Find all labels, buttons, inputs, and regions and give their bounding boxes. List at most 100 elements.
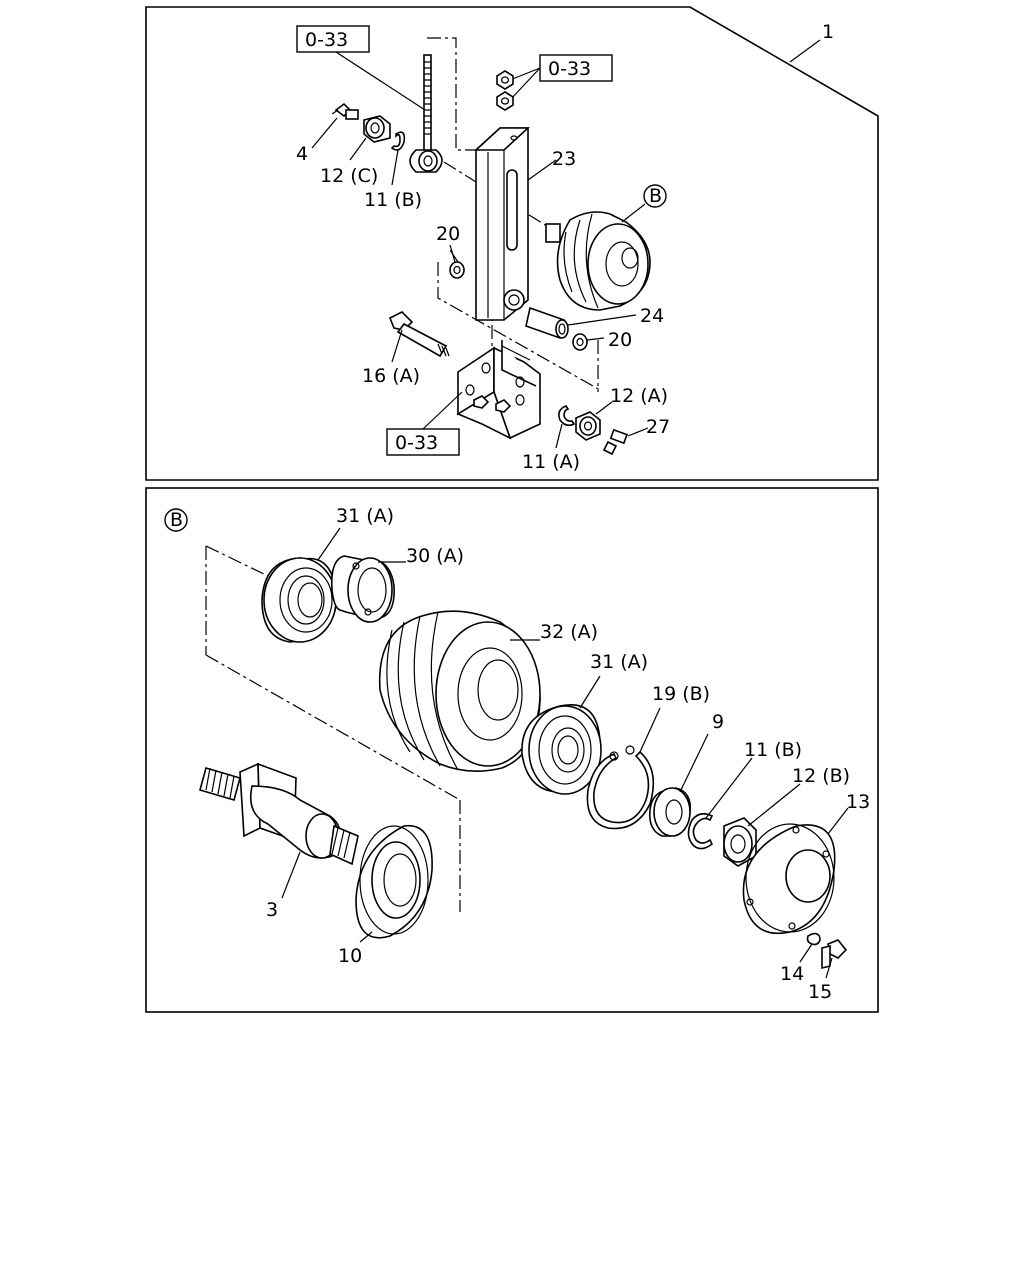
nut-12c: [363, 115, 391, 143]
detail-panel: B 31 (A) 30 (A): [145, 487, 879, 1013]
alignment-line-washer: [449, 249, 459, 263]
snap-ring-19b-eye-b: [609, 751, 619, 761]
detail-axis-bottom: [205, 654, 461, 801]
leader-p11b-top: [391, 149, 399, 186]
cover-13: [742, 823, 836, 934]
leader-ref-bottom: [422, 391, 463, 430]
ref-label-top-right: 0-33: [548, 58, 591, 80]
callout-p31a-right: 31 (A): [590, 651, 648, 673]
pulley-assembly: [545, 211, 651, 311]
callout-p9: 9: [712, 711, 724, 733]
callout-p31a-left: 31 (A): [336, 505, 394, 527]
callout-p32a: 32 (A): [540, 621, 598, 643]
threaded-rod: [423, 54, 432, 156]
leader-pulley-ref: [621, 203, 646, 223]
snap-ring-11b: [687, 812, 714, 850]
snap-ring-19b-eye-a: [625, 745, 635, 755]
bolt-15: [821, 939, 848, 970]
callout-p4: 4: [296, 143, 308, 165]
bearing-31a-left: [261, 557, 338, 643]
leader-p20-left: [449, 244, 456, 263]
grease-nipple-top: [331, 102, 359, 120]
ref-label-bottom: 0-33: [395, 432, 438, 454]
callout-p27: 27: [646, 416, 670, 438]
ref-label-top-left: 0-33: [305, 29, 348, 51]
pulley-ref-circle: [643, 184, 667, 208]
leader-p11a: [555, 423, 563, 449]
grease-nipple-bottom: [602, 428, 628, 456]
callout-p20-right: 20: [608, 329, 632, 351]
leader-p19b: [639, 707, 661, 753]
snap-ring-11a: [558, 405, 576, 427]
callout-p12c: 12 (C): [320, 165, 378, 187]
leader-p10: [359, 931, 373, 943]
callout-p11b-top: 11 (B): [364, 189, 422, 211]
detail-ref-label: B: [170, 509, 183, 531]
shaft-3: [199, 762, 359, 866]
leader-assembly: [789, 39, 821, 63]
snap-ring-11b-top: [390, 131, 406, 151]
top-nut-lower: [496, 91, 514, 111]
callout-p11a: 11 (A): [522, 451, 580, 473]
washer-20-left: [449, 261, 465, 279]
callout-p11b: 11 (B): [744, 739, 802, 761]
callout-assembly: 1: [822, 21, 834, 43]
ref-box-bottom: [386, 428, 460, 456]
leader-p31a-left: [317, 527, 341, 561]
leader-ref-top-right-a: [509, 67, 541, 81]
callout-p20-left: 20: [436, 223, 460, 245]
leader-p12b: [747, 783, 801, 827]
washer-9: [648, 787, 692, 837]
callout-p14: 14: [780, 963, 804, 985]
spacer-sleeve-24: [525, 306, 569, 340]
rod-eye-bushing: [409, 149, 443, 173]
seal-plate-10: [355, 824, 433, 939]
leader-p24: [567, 314, 637, 326]
leader-p23: [527, 159, 557, 181]
leader-p3: [281, 851, 301, 899]
pulley-32a: [378, 610, 541, 772]
callout-p3: 3: [266, 899, 278, 921]
leader-p4: [311, 117, 338, 149]
leader-p13: [827, 807, 849, 835]
slotted-arm-bracket: [473, 127, 531, 321]
leader-p27: [627, 427, 649, 437]
bearing-31a-right: [521, 704, 602, 795]
lock-washer-14: [806, 932, 821, 946]
leader-p15: [825, 957, 833, 979]
washer-20-right: [572, 333, 588, 351]
ref-box-top-left: [296, 25, 370, 53]
callout-p10: 10: [338, 945, 362, 967]
collar-30a: [330, 555, 395, 623]
detail-ref-circle: [164, 508, 188, 532]
leader-ref-top-left: [335, 51, 426, 111]
leader-p9: [679, 733, 709, 793]
callout-p19b: 19 (B): [652, 683, 710, 705]
leader-p12c: [349, 137, 367, 161]
nut-12b: [723, 817, 757, 867]
callout-pulley-ref: B: [649, 185, 662, 207]
top-panel: 1 0-33 0-33: [145, 6, 879, 481]
leader-p14: [799, 943, 813, 963]
callout-p16a: 16 (A): [362, 365, 420, 387]
detail-axis-top: [205, 545, 269, 577]
alignment-line-lower-left: [437, 262, 601, 391]
leader-p31a-right: [579, 675, 601, 709]
callout-p13: 13: [846, 791, 870, 813]
leader-p20-right: [586, 337, 605, 341]
callout-p24: 24: [640, 305, 664, 327]
snap-ring-19b: [586, 750, 655, 830]
callout-p12b: 12 (B): [792, 765, 850, 787]
leader-p11b: [705, 757, 753, 819]
top-nut-upper: [496, 70, 514, 90]
leader-p16a: [391, 329, 403, 363]
nut-12a: [575, 411, 601, 441]
callout-p15: 15: [808, 981, 832, 1003]
callout-p23: 23: [552, 148, 576, 170]
alignment-line-rod: [427, 37, 487, 151]
callout-p30a: 30 (A): [406, 545, 464, 567]
lower-mount-bracket: [456, 340, 541, 440]
callout-p12a: 12 (A): [610, 385, 668, 407]
